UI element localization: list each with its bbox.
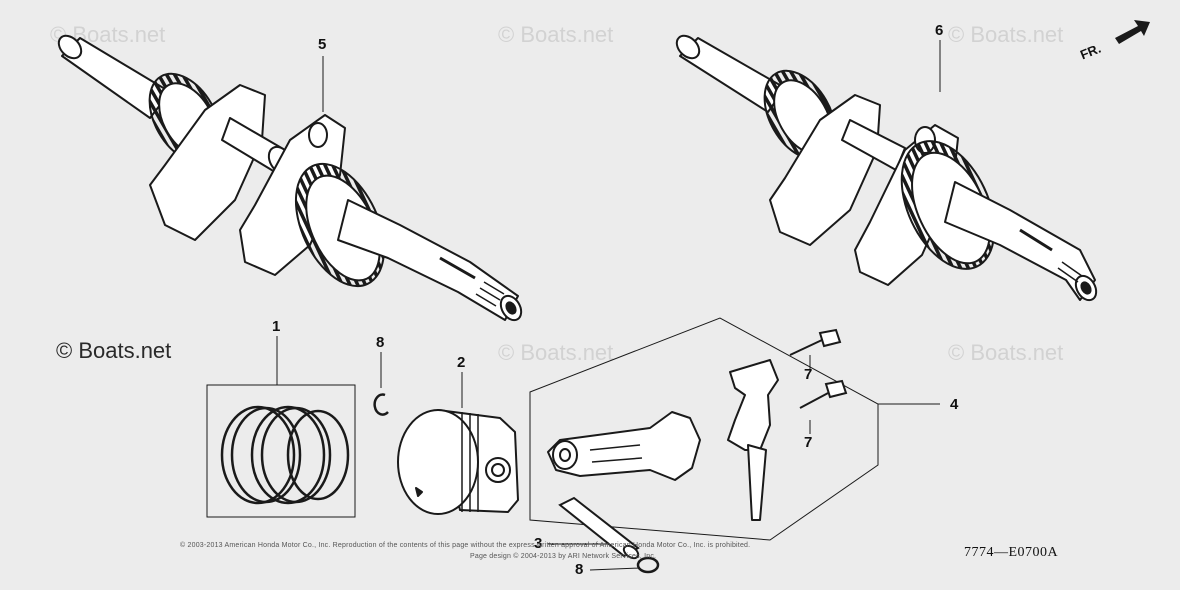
rod-bolt-lower[interactable]: [799, 379, 848, 409]
copyright-notice: © 2003-2013 American Honda Motor Co., In…: [180, 542, 751, 549]
watermark: © Boats.net: [498, 22, 614, 47]
watermark: © Boats.net: [498, 340, 614, 365]
piston-ring-box: [206, 384, 356, 518]
diagram-code: 7774—E0700A: [964, 545, 1059, 560]
watermark-main: © Boats.net: [56, 338, 172, 363]
callout-piston-pin-clip-lower[interactable]: 8: [575, 561, 584, 578]
watermark: © Boats.net: [948, 340, 1064, 365]
callout-piston-pin-clip-upper[interactable]: 8: [376, 334, 385, 351]
piston-pin[interactable]: [558, 496, 640, 561]
crankshaft-right[interactable]: [672, 31, 1100, 303]
callout-connecting-rod-assembly[interactable]: 4: [950, 396, 959, 413]
callout-rod-bolt-upper[interactable]: 7: [804, 366, 813, 383]
callout-rod-bolt-lower[interactable]: 7: [804, 434, 813, 451]
front-direction-arrow: [1115, 20, 1150, 44]
piston-pin-clip-upper[interactable]: [373, 393, 389, 416]
page-design-notice: Page design © 2004-2013 by ARI Network S…: [470, 553, 657, 560]
leader-lines: [276, 40, 941, 571]
rod-bolt-upper[interactable]: [789, 328, 842, 356]
callout-crankshaft-left[interactable]: 5: [318, 36, 327, 53]
connecting-rod[interactable]: [547, 411, 701, 481]
crankshaft-left[interactable]: [54, 31, 525, 323]
connecting-rod-box: [529, 317, 879, 541]
piston-pin-clip-lower[interactable]: [636, 556, 660, 574]
connecting-rod-cap[interactable]: [727, 359, 779, 521]
piston[interactable]: [397, 409, 519, 515]
callout-piston[interactable]: 2: [457, 354, 466, 371]
callout-piston-ring-set[interactable]: 1: [272, 318, 281, 335]
callout-crankshaft-right[interactable]: 6: [935, 22, 944, 39]
piston-ring-set[interactable]: [220, 405, 350, 505]
watermark: © Boats.net: [948, 22, 1064, 47]
callout-piston-pin[interactable]: 3: [534, 535, 543, 552]
